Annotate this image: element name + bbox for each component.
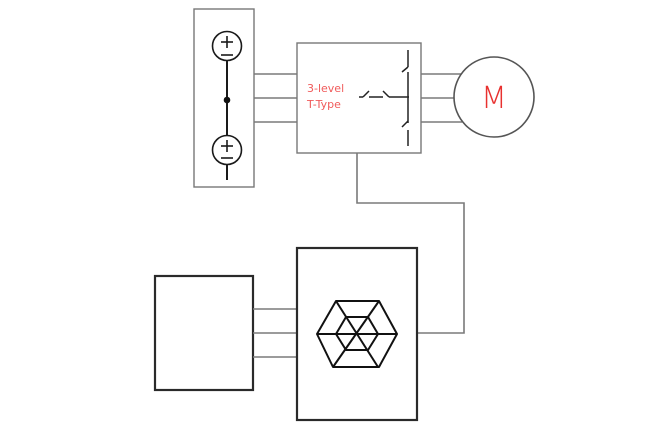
inverter-label-line1: 3-level	[307, 82, 344, 95]
motor-block: M	[453, 56, 535, 138]
inverter-label-line2: T-Type	[306, 98, 341, 111]
motor-label: M	[481, 81, 507, 116]
midpoint-node-icon	[223, 96, 231, 104]
control-signal-wire	[356, 153, 465, 334]
dc-bus-lines	[254, 73, 297, 123]
external-unit-box	[153, 274, 255, 392]
dc-source-block	[193, 8, 255, 188]
controller-block	[295, 246, 419, 422]
inverter-box	[296, 42, 422, 154]
voltage-source-lower-icon	[211, 134, 243, 166]
hexagon-icon	[316, 300, 398, 368]
motor-circle-icon	[453, 56, 535, 138]
voltage-source-upper-icon	[211, 30, 243, 62]
controller-input-lines	[253, 308, 297, 358]
motor-phase-lines	[421, 73, 462, 123]
t-type-switch-icon	[359, 50, 409, 146]
inverter-block: 3-level T-Type	[296, 42, 422, 154]
